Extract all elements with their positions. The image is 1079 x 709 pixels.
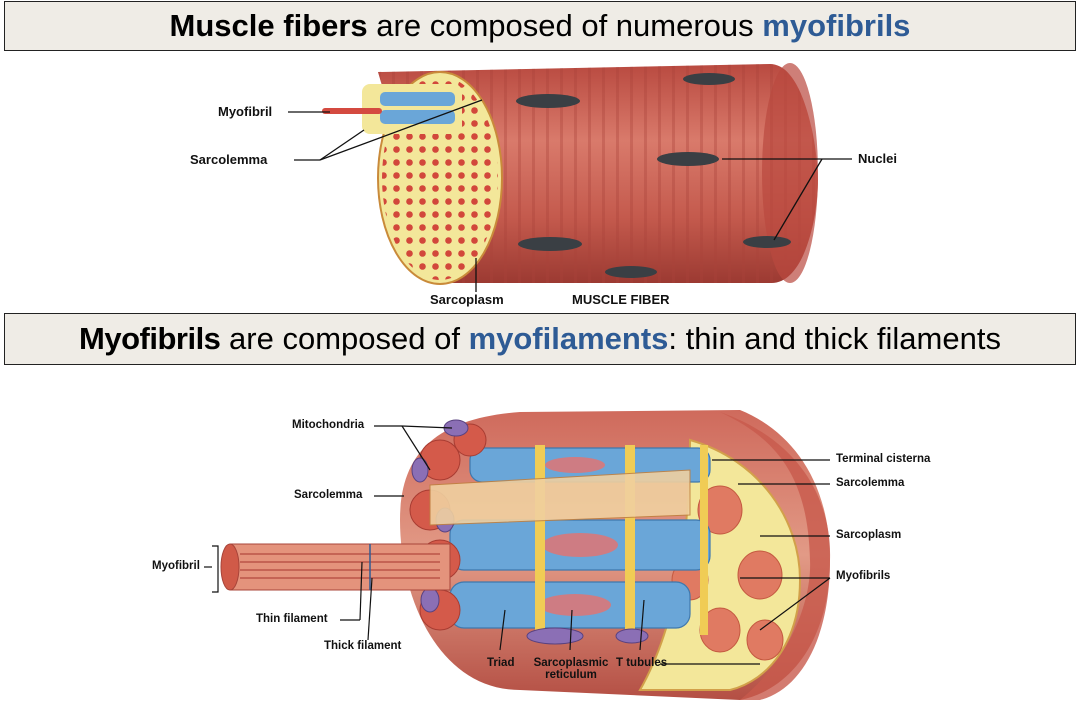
- title-highlight-term: myofibrils: [762, 8, 911, 43]
- label-sarcoplasmic-line2: reticulum: [545, 669, 597, 681]
- label-terminal-cisterna: Terminal cisterna: [836, 453, 931, 465]
- label-sarcoplasmic-line1: Sarcoplasmic: [533, 657, 609, 669]
- label-myofibril-top: Myofibril: [218, 104, 273, 119]
- title-banner-top: Muscle fibers are composed of numerous m…: [4, 1, 1076, 51]
- bottom-leader-lines: [204, 425, 831, 665]
- subtitle-text: are composed of: [220, 321, 469, 356]
- myofibril-rod: [220, 543, 451, 591]
- label-sarcoplasmic-reticulum: Sarcoplasmic reticulum: [522, 657, 620, 681]
- label-thin-filament: Thin filament: [256, 613, 328, 625]
- subtitle-tail: : thin and thick filaments: [668, 321, 1001, 356]
- label-sarcoplasm-top: Sarcoplasm: [430, 292, 504, 307]
- label-sarcolemma-left: Sarcolemma: [294, 489, 363, 501]
- label-thick-filament: Thick filament: [324, 640, 402, 652]
- label-nuclei: Nuclei: [858, 151, 898, 166]
- label-myofibril-detail: Myofibril: [152, 560, 200, 572]
- label-muscle-fiber: MUSCLE FIBER: [572, 292, 670, 307]
- label-triad: Triad: [487, 657, 515, 669]
- label-sarcolemma-right: Sarcolemma: [836, 477, 905, 489]
- subtitle-highlight-term: myofilaments: [468, 321, 669, 356]
- nuclei: [516, 73, 791, 278]
- title-text: are composed of numerous: [367, 8, 763, 43]
- label-mitochondria: Mitochondria: [292, 419, 365, 431]
- label-sarcoplasm-right: Sarcoplasm: [836, 529, 902, 541]
- label-myofibrils-right: Myofibrils: [836, 570, 891, 582]
- label-sarcolemma-top: Sarcolemma: [190, 152, 268, 167]
- top-leader-lines: [288, 99, 852, 292]
- subtitle-bold-term: Myofibrils: [79, 321, 221, 356]
- title-banner-bottom: Myofibrils are composed of myofilaments:…: [4, 313, 1076, 365]
- label-t-tubules: T tubules: [616, 657, 668, 669]
- fiber-cross-section: [322, 71, 503, 285]
- title-bold-term: Muscle fibers: [169, 8, 368, 43]
